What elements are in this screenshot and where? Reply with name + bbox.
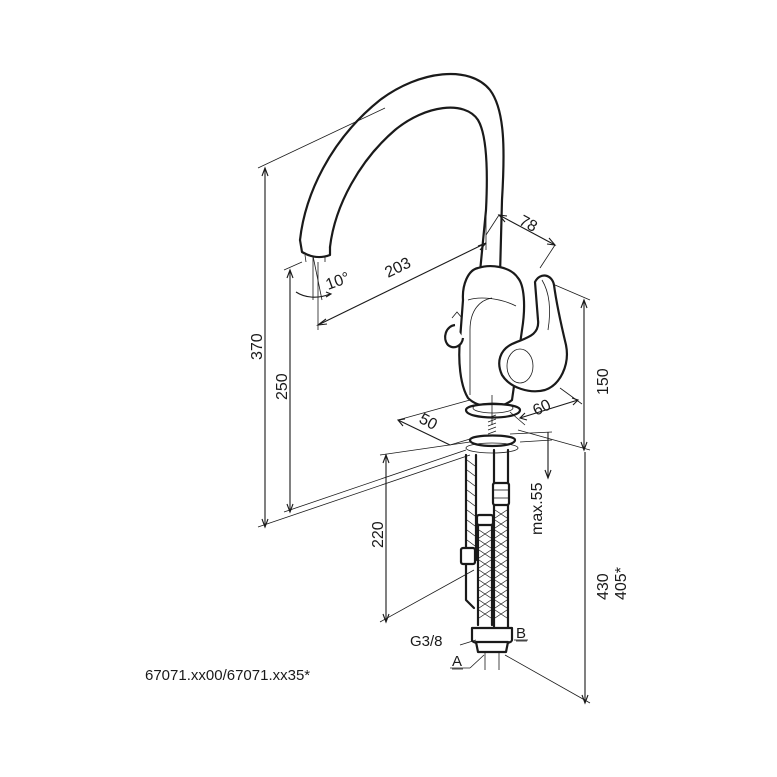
faucet-outline xyxy=(298,72,568,454)
dimension-lines xyxy=(257,107,591,705)
thread-label: G3/8 xyxy=(410,633,443,650)
model-code: 67071.xx00/67071.xx35* xyxy=(145,667,310,684)
dim-250-label: 250 xyxy=(274,373,291,400)
dimension-labels: 370 250 203 10° 78 150 50 60 max.55 220 … xyxy=(145,213,630,684)
dim-max55-label: max.55 xyxy=(529,482,546,535)
dim-430-label: 430 xyxy=(595,573,612,600)
port-b-label: B xyxy=(516,625,526,642)
dim-angle-label: 10° xyxy=(324,270,353,294)
dim-203-label: 203 xyxy=(382,255,414,282)
dim-370-label: 370 xyxy=(249,333,266,360)
dim-220-label: 220 xyxy=(370,521,387,548)
hoses xyxy=(459,448,514,670)
dim-50-label: 50 xyxy=(416,411,440,434)
dim-405-label: 405* xyxy=(613,567,630,600)
dim-60-label: 60 xyxy=(530,396,554,419)
dim-78-label: 78 xyxy=(516,213,540,236)
port-a-label: A xyxy=(452,653,462,670)
dim-150-label: 150 xyxy=(595,368,612,395)
